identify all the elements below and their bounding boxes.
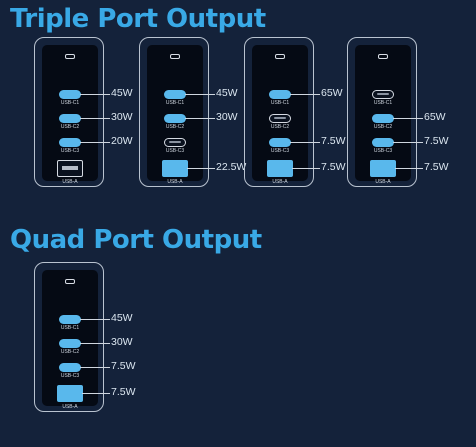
port-label: USB-A [62, 179, 78, 185]
leader-line [187, 167, 215, 169]
port-label: USB-A [272, 179, 288, 185]
triple-port-title: Triple Port Output [10, 4, 266, 34]
usb-c-port-icon [59, 90, 81, 99]
port-label: USB-C2 [165, 124, 185, 130]
wattage-label: 65W [424, 110, 446, 123]
usb-c-port-icon [269, 90, 291, 99]
leader-line [185, 117, 215, 119]
port-label: USB-A [62, 404, 78, 410]
port-label: USB-C2 [60, 124, 80, 130]
quad-port-title: Quad Port Output [10, 225, 262, 255]
port-label: USB-C1 [60, 325, 80, 331]
usb-c-port-icon [59, 114, 81, 123]
leader-line [393, 117, 423, 119]
wattage-label: 45W [216, 86, 238, 99]
port-label: USB-C3 [60, 148, 80, 154]
usb-c-port-icon [372, 138, 394, 147]
leader-line [80, 93, 110, 95]
leader-line [80, 141, 110, 143]
port-label: USB-A [167, 179, 183, 185]
usb-c-port-icon [59, 315, 81, 324]
leader-line [185, 93, 215, 95]
led-indicator-icon [275, 54, 285, 59]
wattage-label: 30W [111, 335, 133, 348]
usb-c-port-icon [164, 114, 186, 123]
wattage-label: 22.5W [216, 160, 247, 173]
led-indicator-icon [170, 54, 180, 59]
port-label: USB-C2 [60, 349, 80, 355]
wattage-label: 7.5W [424, 134, 449, 147]
usb-a-port-icon [57, 160, 83, 177]
usb-c-port-icon [59, 138, 81, 147]
port-label: USB-C3 [60, 373, 80, 379]
port-label: USB-C1 [60, 100, 80, 106]
led-indicator-icon [65, 279, 75, 284]
usb-a-port-icon [57, 385, 83, 402]
port-label: USB-C2 [373, 124, 393, 130]
leader-line [292, 167, 320, 169]
led-indicator-icon [378, 54, 388, 59]
leader-line [80, 318, 110, 320]
led-indicator-icon [65, 54, 75, 59]
wattage-label: 7.5W [111, 359, 136, 372]
usb-c-port-icon [269, 138, 291, 147]
port-label: USB-C3 [165, 148, 185, 154]
leader-line [82, 392, 110, 394]
usb-a-port-icon [370, 160, 396, 177]
wattage-label: 45W [111, 86, 133, 99]
wattage-label: 7.5W [321, 134, 346, 147]
usb-a-port-icon [162, 160, 188, 177]
usb-c-port-icon [372, 90, 394, 99]
port-label: USB-C2 [270, 124, 290, 130]
wattage-label: 65W [321, 86, 343, 99]
usb-c-port-icon [372, 114, 394, 123]
port-label: USB-C3 [270, 148, 290, 154]
usb-c-port-icon [59, 363, 81, 372]
leader-line [80, 342, 110, 344]
usb-a-port-icon [267, 160, 293, 177]
wattage-label: 20W [111, 134, 133, 147]
leader-line [80, 366, 110, 368]
leader-line [80, 117, 110, 119]
port-label: USB-C3 [373, 148, 393, 154]
leader-line [393, 141, 423, 143]
usb-c-port-icon [164, 90, 186, 99]
wattage-label: 7.5W [321, 160, 346, 173]
wattage-label: 45W [111, 311, 133, 324]
wattage-label: 7.5W [424, 160, 449, 173]
wattage-label: 30W [216, 110, 238, 123]
usb-c-port-icon [59, 339, 81, 348]
port-label: USB-C1 [165, 100, 185, 106]
port-label: USB-C1 [373, 100, 393, 106]
leader-line [290, 93, 320, 95]
usb-c-port-icon [164, 138, 186, 147]
usb-c-port-icon [269, 114, 291, 123]
port-label: USB-C1 [270, 100, 290, 106]
port-label: USB-A [375, 179, 391, 185]
leader-line [395, 167, 423, 169]
leader-line [290, 141, 320, 143]
wattage-label: 30W [111, 110, 133, 123]
wattage-label: 7.5W [111, 385, 136, 398]
